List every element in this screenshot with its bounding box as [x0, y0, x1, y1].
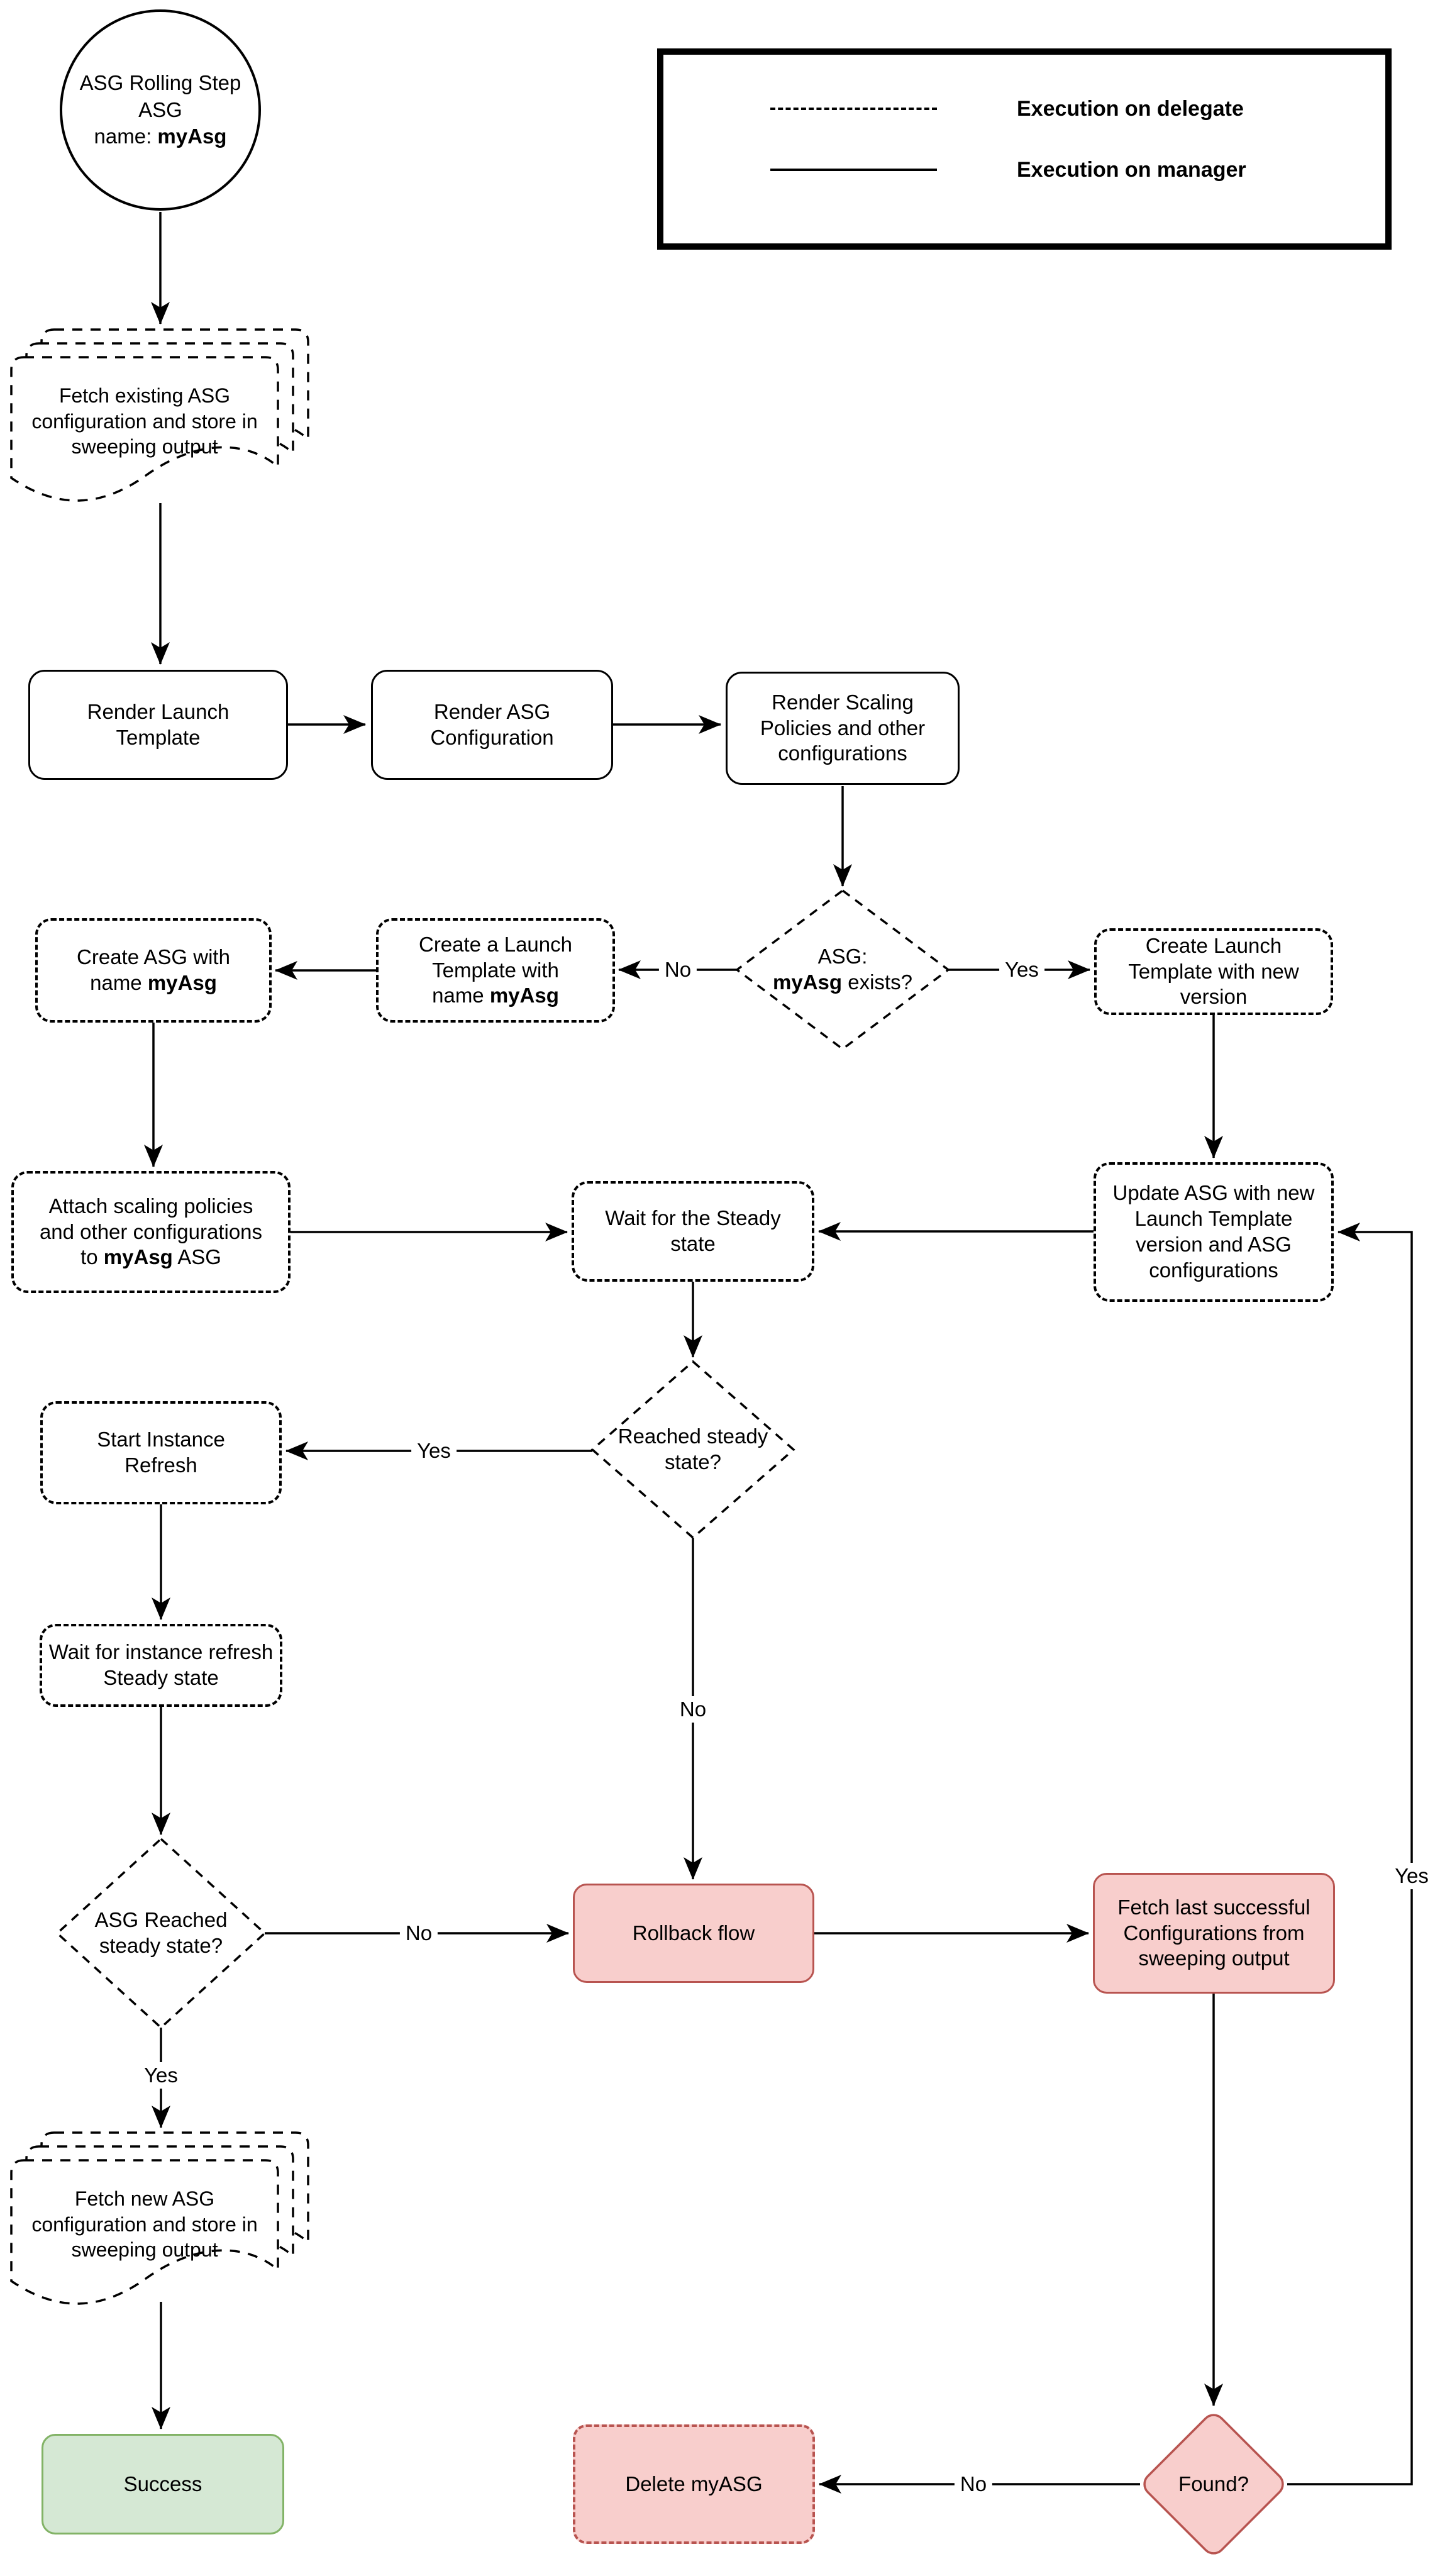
node-render-scaling-policies: Render Scaling Policies and other config…	[726, 672, 960, 785]
dashed-line-sample-icon	[770, 108, 937, 110]
edge-label-found-yes: Yes	[1389, 1863, 1434, 1889]
edge-label-asg-reached-no: No	[399, 1920, 438, 1946]
update-asg-label: Update ASG with new Launch Template vers…	[1112, 1181, 1315, 1282]
node-start-circle: ASG Rolling Step ASG name: myAsg	[60, 9, 261, 211]
node-asg-exists-label: ASG: myAsg exists?	[773, 945, 912, 994]
legend: Execution on delegate Execution on manag…	[657, 48, 1392, 250]
legend-row-delegate: Execution on delegate	[770, 95, 1244, 123]
solid-line-sample-icon	[770, 169, 937, 171]
rollback-flow-label: Rollback flow	[632, 1921, 755, 1945]
node-fetch-existing-label: Fetch existing ASG configuration and sto…	[31, 384, 258, 458]
wait-steady-state-label: Wait for the Steady state	[605, 1206, 781, 1255]
start-instance-refresh-label: Start Instance Refresh	[97, 1428, 225, 1477]
legend-delegate-label: Execution on delegate	[1017, 96, 1244, 121]
create-launch-template-new-version-label: Create Launch Template with new version	[1128, 933, 1299, 1009]
edge-label-asg-reached-yes: Yes	[138, 2062, 184, 2089]
node-attach-scaling: Attach scaling policies and other config…	[11, 1171, 291, 1293]
node-wait-steady-state: Wait for the Steady state	[572, 1181, 814, 1282]
diamond-asg-reached-steady	[55, 1837, 267, 2029]
node-rollback-flow: Rollback flow	[573, 1884, 814, 1983]
node-create-asg: Create ASG with name myAsg	[35, 918, 272, 1023]
edge-label-reached-no: No	[673, 1696, 712, 1723]
node-render-launch-template: Render Launch Template	[28, 670, 288, 780]
node-asg-reached-steady-label: ASG Reached steady state?	[94, 1908, 228, 1957]
success-label: Success	[123, 2472, 202, 2496]
legend-row-manager: Execution on manager	[770, 156, 1246, 184]
render-asg-configuration-label: Render ASG Configuration	[430, 699, 554, 749]
wait-instance-refresh-label: Wait for instance refresh Steady state	[48, 1640, 274, 1689]
node-fetch-last-configurations: Fetch last successful Configurations fro…	[1093, 1873, 1335, 1994]
diamond-reached-steady	[590, 1360, 795, 1540]
edge-label-found-no: No	[954, 2471, 993, 2497]
create-launch-template-named-label: Create a Launch Template with name myAsg	[418, 932, 572, 1008]
edge-label-reached-yes: Yes	[411, 1438, 457, 1464]
delete-myasg-label: Delete myASG	[625, 2472, 763, 2496]
render-scaling-policies-label: Render Scaling Policies and other config…	[760, 690, 926, 765]
create-asg-label: Create ASG with name myAsg	[77, 945, 230, 994]
node-render-asg-configuration: Render ASG Configuration	[371, 670, 613, 780]
node-found-label: Found?	[1178, 2472, 1249, 2496]
edge-label-asg-exists-no: No	[658, 957, 697, 983]
node-start-instance-refresh: Start Instance Refresh	[40, 1401, 282, 1504]
legend-manager-label: Execution on manager	[1017, 157, 1246, 182]
fetch-last-configurations-label: Fetch last successful Configurations fro…	[1117, 1895, 1310, 1970]
node-create-launch-template-new-version: Create Launch Template with new version	[1094, 928, 1333, 1015]
render-launch-template-label: Render Launch Template	[87, 699, 230, 749]
node-success: Success	[42, 2434, 284, 2534]
diamond-found	[1143, 2414, 1284, 2555]
node-delete-myasg: Delete myASG	[573, 2424, 815, 2544]
node-create-launch-template-named: Create a Launch Template with name myAsg	[376, 918, 615, 1023]
node-fetch-new-label: Fetch new ASG configuration and store in…	[31, 2187, 258, 2262]
attach-scaling-label: Attach scaling policies and other config…	[39, 1194, 263, 1269]
start-label: ASG Rolling Step ASG name: myAsg	[79, 70, 241, 148]
node-reached-steady-label: Reached steady state?	[618, 1424, 768, 1474]
edge-found-yes	[1287, 1223, 1413, 2485]
node-wait-instance-refresh: Wait for instance refresh Steady state	[40, 1624, 282, 1707]
diamond-asg-exists	[735, 889, 950, 1051]
edge-label-asg-exists-yes: Yes	[999, 957, 1044, 983]
node-update-asg: Update ASG with new Launch Template vers…	[1094, 1162, 1334, 1302]
